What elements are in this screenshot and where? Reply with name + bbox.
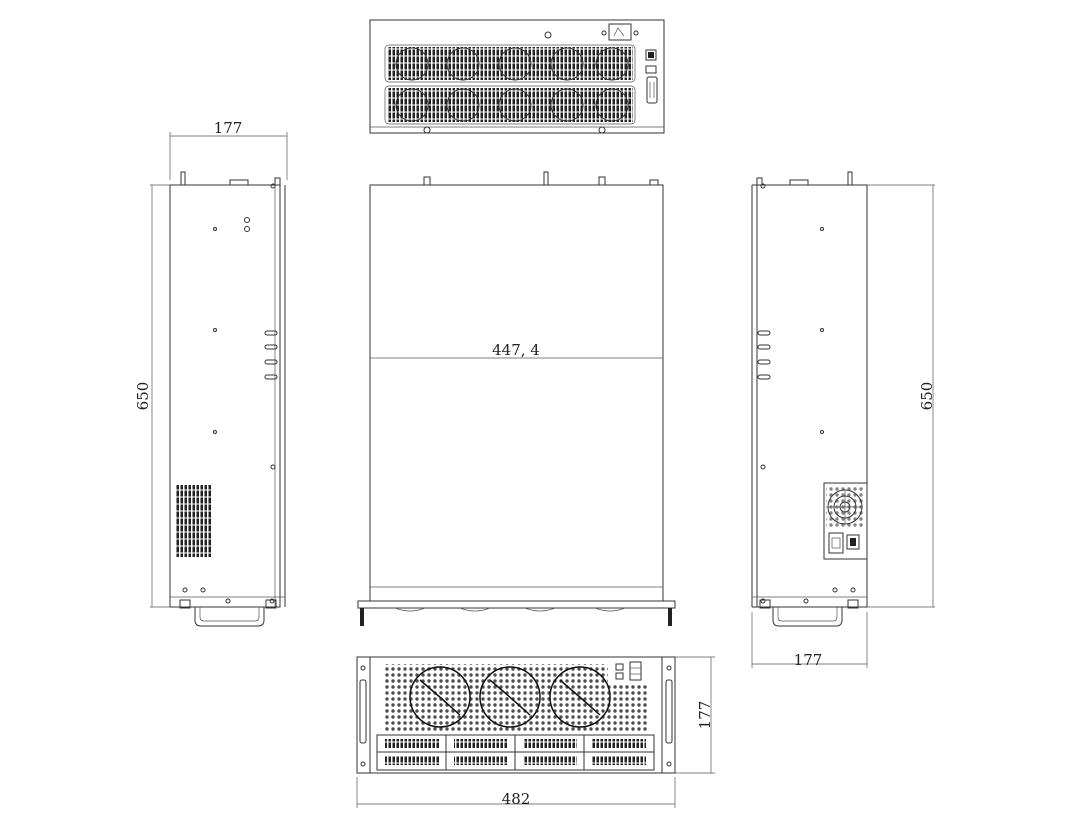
- power-switch-icon: [846, 534, 860, 550]
- drive-bay-6: [454, 756, 508, 765]
- power-connector-icon: [608, 23, 632, 41]
- right-side-body: [756, 184, 868, 608]
- drive-bay-7: [523, 756, 577, 765]
- left-depth-dimension: 650: [134, 382, 152, 411]
- front-height-dimension: 177: [696, 701, 714, 730]
- right-side-view: [751, 171, 935, 668]
- drive-bay-8: [592, 756, 646, 765]
- front-fan-2-icon: [479, 666, 541, 728]
- rear-view: [369, 19, 665, 134]
- front-control-panel: [629, 661, 642, 681]
- rear-panel-outline: [369, 19, 665, 134]
- left-width-dimension: 177: [214, 119, 243, 137]
- drive-bays: [376, 734, 655, 771]
- left-handle: [194, 607, 265, 627]
- left-side-view: [150, 132, 288, 627]
- side-vent-grill: [175, 485, 212, 557]
- drive-bay-5: [385, 756, 439, 765]
- front-fan-3-icon: [549, 666, 611, 728]
- rack-handle-left: [359, 679, 367, 744]
- top-cover: [369, 184, 664, 602]
- front-honeycomb-grill: [384, 664, 608, 731]
- front-view: [356, 656, 715, 808]
- right-width-dimension: 177: [794, 651, 823, 669]
- right-depth-dimension: 650: [918, 382, 936, 411]
- left-side-body: [169, 184, 281, 608]
- front-width-dimension: 482: [502, 790, 531, 808]
- power-inlet-icon: [828, 532, 844, 554]
- drive-bay-2: [454, 739, 508, 748]
- rear-fan-grill: [384, 44, 636, 125]
- top-view: [357, 171, 676, 626]
- drive-bay-3: [523, 739, 577, 748]
- front-fan-1-icon: [409, 666, 471, 728]
- drive-bay-1: [385, 739, 439, 748]
- drive-bay-4: [592, 739, 646, 748]
- psu-module: [823, 482, 868, 560]
- top-width-dimension: 447, 4: [492, 341, 540, 359]
- front-panel-outline: [356, 656, 676, 774]
- rack-handle-right: [665, 679, 673, 744]
- serial-port-icon: [646, 76, 658, 104]
- right-handle: [772, 607, 843, 627]
